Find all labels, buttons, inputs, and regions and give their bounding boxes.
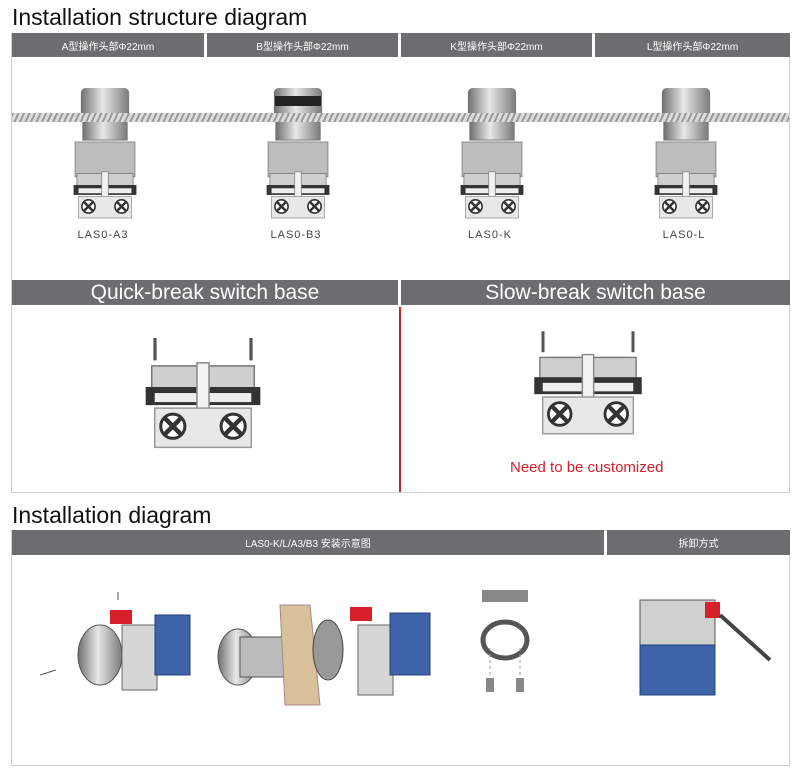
exploded-switch-image xyxy=(217,604,431,706)
panel-cross-section xyxy=(12,113,789,122)
mounting-parts-image xyxy=(480,590,530,692)
quick-break-base-image xyxy=(138,338,268,458)
model-label-l: LAS0-L xyxy=(662,229,706,241)
header-type-b: B型操作头部Φ22mm xyxy=(207,33,398,57)
customization-note: Need to be customized xyxy=(510,459,664,476)
slow-break-header: Slow-break switch base xyxy=(401,280,790,305)
header-type-k: K型操作头部Φ22mm xyxy=(401,33,592,57)
slow-break-base-image xyxy=(528,331,648,445)
model-label-b3: LAS0-B3 xyxy=(270,229,322,241)
structure-panel xyxy=(11,33,790,493)
installation-title: Installation diagram xyxy=(12,502,212,528)
switch-image-a3 xyxy=(60,88,150,223)
switch-image-b3 xyxy=(253,88,343,223)
model-label-k: LAS0-K xyxy=(468,229,512,241)
model-label-a3: LAS0-A3 xyxy=(77,229,129,241)
structure-title: Installation structure diagram xyxy=(12,4,308,30)
removal-method-image xyxy=(639,599,772,696)
removal-header: 拆卸方式 xyxy=(607,530,790,555)
divider xyxy=(399,307,401,492)
switch-image-l xyxy=(641,88,731,223)
installation-header: LAS0-K/L/A3/B3 安装示意图 xyxy=(12,530,604,555)
switch-image-k xyxy=(447,88,537,223)
assembled-switch-image xyxy=(39,592,191,691)
header-type-a: A型操作头部Φ22mm xyxy=(12,33,204,57)
quick-break-header: Quick-break switch base xyxy=(12,280,398,305)
header-type-l: L型操作头部Φ22mm xyxy=(595,33,790,57)
